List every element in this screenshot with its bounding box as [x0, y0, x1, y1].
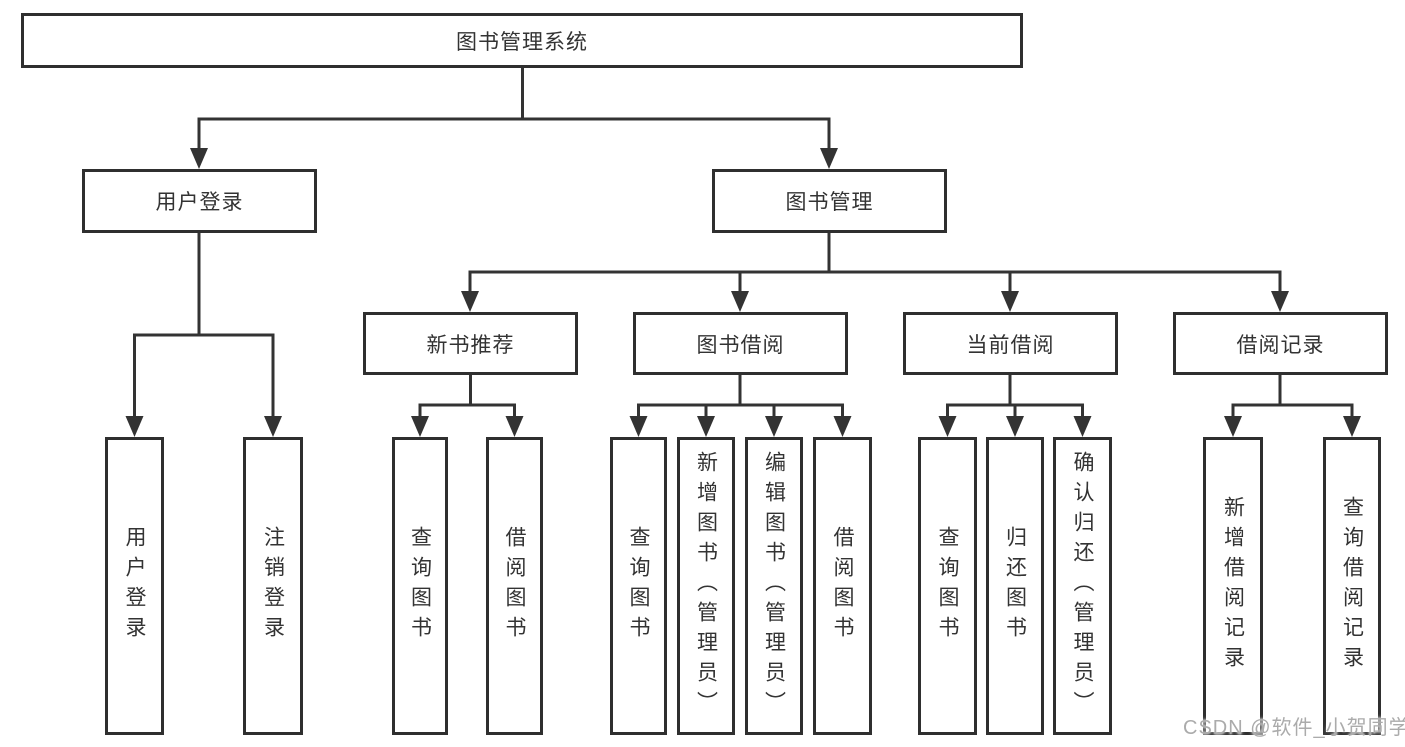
node-user-login-label: 用户登录 [155, 191, 244, 214]
arrow-to-nbr [461, 291, 479, 312]
arrow-leaf-6 [697, 416, 715, 437]
node-new-book-recommend-label: 新书推荐 [426, 333, 515, 357]
node-current-borrow: 当前借阅 [903, 312, 1118, 375]
edge-nbr-split [418, 403, 516, 420]
arrow-leaf-10 [1006, 416, 1024, 437]
arrow-leaf-13 [1343, 416, 1361, 437]
edge-bb-split [637, 403, 844, 420]
leaf-nbr-query-books-label: 查询图书 [408, 526, 432, 646]
node-root: 图书管理系统 [21, 13, 1023, 68]
leaf-bb-borrow-books: 借阅图书 [813, 437, 872, 735]
leaf-br-query-borrow-record-label: 查询借阅记录 [1340, 496, 1364, 676]
node-current-borrow-label: 当前借阅 [966, 333, 1055, 357]
arrow-leaf-2 [264, 416, 282, 437]
leaf-cb-query-books-label: 查询图书 [936, 526, 959, 646]
node-book-borrow-label: 图书借阅 [696, 333, 785, 357]
leaf-logout: 注销登录 [243, 437, 303, 735]
leaf-user-login-label: 用户登录 [123, 526, 146, 646]
edge-userlogin-split [133, 333, 275, 420]
leaf-bb-edit-books-admin: 编辑图书（管理员） [745, 437, 803, 735]
leaf-bb-add-books-admin-label: 新增图书（管理员） [694, 451, 718, 721]
arrow-leaf-5 [629, 416, 648, 437]
csdn-watermark: CSDN @软件_小贺同学 [1183, 717, 1405, 739]
leaf-cb-return-books: 归还图书 [986, 437, 1044, 735]
arrowheads [125, 148, 1361, 437]
arrow-leaf-9 [938, 416, 957, 437]
node-new-book-recommend: 新书推荐 [363, 312, 578, 375]
leaf-nbr-borrow-books-label: 借阅图书 [503, 526, 526, 646]
leaf-nbr-query-books: 查询图书 [392, 437, 448, 735]
arrow-to-bookmgmt [820, 148, 838, 169]
node-root-label: 图书管理系统 [456, 30, 588, 54]
arrow-leaf-8 [833, 416, 852, 437]
leaf-cb-return-books-label: 归还图书 [1003, 526, 1027, 646]
leaf-cb-confirm-return-admin: 确认归还（管理员） [1053, 437, 1112, 735]
node-borrow-records: 借阅记录 [1173, 312, 1388, 375]
leaf-bb-add-books-admin: 新增图书（管理员） [677, 437, 735, 735]
edge-root-split [197, 117, 831, 152]
leaf-logout-label: 注销登录 [261, 526, 285, 646]
leaf-bb-query-books: 查询图书 [610, 437, 667, 735]
leaf-bb-query-books-label: 查询图书 [627, 526, 650, 646]
arrow-to-bb [731, 291, 749, 312]
node-user-login: 用户登录 [82, 169, 317, 233]
edge-br-split [1231, 403, 1354, 420]
arrow-to-userlogin [190, 148, 208, 169]
arrow-leaf-12 [1224, 416, 1242, 437]
arrow-leaf-11 [1073, 416, 1092, 437]
arrow-leaf-4 [505, 416, 524, 437]
leaf-bb-edit-books-admin-label: 编辑图书（管理员） [762, 451, 786, 721]
leaf-cb-query-books: 查询图书 [918, 437, 977, 735]
leaf-br-add-borrow-record: 新增借阅记录 [1203, 437, 1263, 735]
node-book-borrow: 图书借阅 [633, 312, 848, 375]
leaf-nbr-borrow-books: 借阅图书 [486, 437, 543, 735]
leaf-user-login: 用户登录 [105, 437, 164, 735]
arrow-leaf-1 [125, 416, 144, 437]
edge-bookmgmt-split [468, 270, 1282, 295]
leaf-cb-confirm-return-admin-label: 确认归还（管理员） [1071, 451, 1094, 721]
node-borrow-records-label: 借阅记录 [1236, 333, 1325, 357]
node-book-management-label: 图书管理 [785, 191, 874, 214]
leaf-bb-borrow-books-label: 借阅图书 [831, 526, 854, 646]
arrow-to-br [1271, 291, 1289, 312]
arrow-leaf-7 [765, 416, 783, 437]
leaf-br-add-borrow-record-label: 新增借阅记录 [1221, 496, 1245, 676]
arrow-leaf-3 [411, 416, 429, 437]
arrow-to-cb [1001, 291, 1019, 312]
leaf-br-query-borrow-record: 查询借阅记录 [1323, 437, 1381, 735]
node-book-management: 图书管理 [712, 169, 947, 233]
